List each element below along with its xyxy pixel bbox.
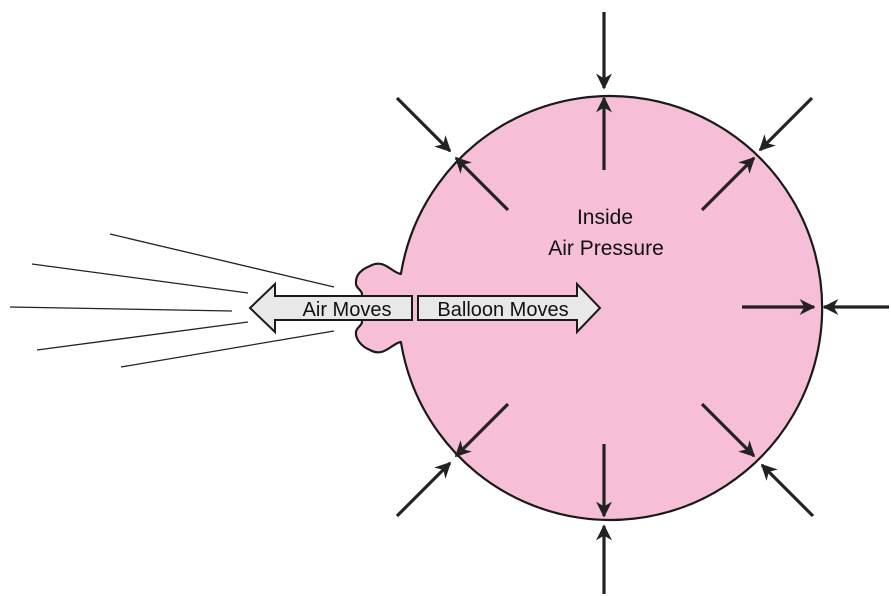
inside-label-line1: Inside <box>577 206 633 229</box>
air-moves-label: Air Moves <box>303 299 392 321</box>
air-line <box>109 233 335 288</box>
outside-arrow-top-left <box>395 96 452 153</box>
inside-arrow-up-left <box>454 156 510 212</box>
balloon-moves-arrow <box>417 281 602 335</box>
inside-arrow-down-left <box>454 402 510 458</box>
inside-pressure-arrows <box>454 96 816 518</box>
air-line <box>120 330 335 368</box>
air-line <box>9 306 233 312</box>
balloon-moves-label: Balloon Moves <box>437 299 568 321</box>
inside-label-line2: Air Pressure <box>548 237 664 260</box>
outside-pressure-arrows <box>395 12 889 594</box>
outside-arrow-top-right <box>758 96 814 152</box>
inside-arrow-down-right <box>700 402 756 458</box>
inside-pressure-label: Inside Air Pressure <box>548 206 664 260</box>
outside-arrow-bottom-right <box>760 463 815 518</box>
air-line <box>31 263 249 294</box>
outside-arrow-bottom-left <box>395 461 452 518</box>
motion-arrows: Air Moves Balloon Moves <box>248 281 602 335</box>
inside-arrow-up-right <box>700 156 756 212</box>
air-moves-arrow <box>248 281 413 335</box>
air-stream-lines <box>9 233 335 368</box>
air-line <box>36 321 249 351</box>
